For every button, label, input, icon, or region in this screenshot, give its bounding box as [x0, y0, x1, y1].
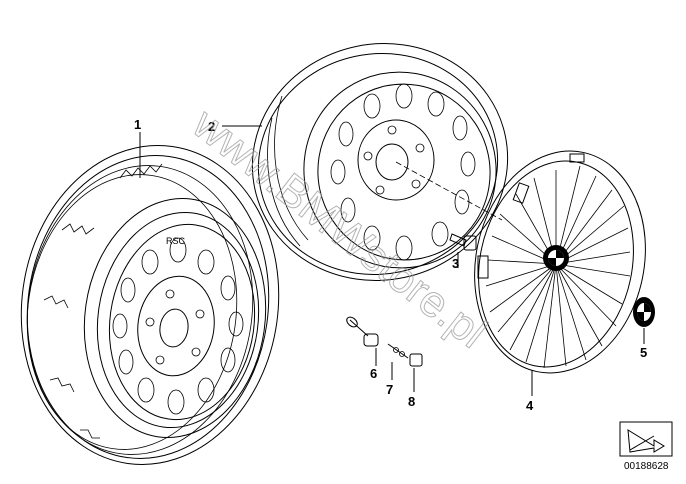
axis-line — [395, 161, 503, 221]
valve-insert-part-7[interactable] — [387, 343, 409, 359]
bmw-roundel-icon — [543, 245, 569, 271]
navigation-arrow-icon[interactable] — [619, 421, 673, 457]
tire-valve-part-6[interactable] — [345, 315, 379, 347]
complete-wheel-part-1[interactable] — [1, 129, 299, 482]
callout-6: 6 — [370, 366, 377, 381]
document-number: 00188628 — [624, 461, 669, 472]
callout-1: 1 — [134, 117, 141, 132]
callout-7: 7 — [386, 382, 393, 397]
callout-3: 3 — [452, 256, 459, 271]
callout-8: 8 — [408, 394, 415, 409]
callout-4: 4 — [526, 398, 534, 413]
tire-marking: RSC — [166, 236, 186, 246]
callout-2: 2 — [208, 119, 215, 134]
wheel-bolt-part-3[interactable] — [449, 233, 477, 251]
valve-cap-part-8[interactable] — [409, 353, 423, 367]
leader-lines — [139, 125, 645, 396]
emblem-part-5[interactable] — [633, 297, 655, 327]
steel-rim-part-2[interactable] — [230, 20, 529, 304]
callout-5: 5 — [640, 345, 647, 360]
